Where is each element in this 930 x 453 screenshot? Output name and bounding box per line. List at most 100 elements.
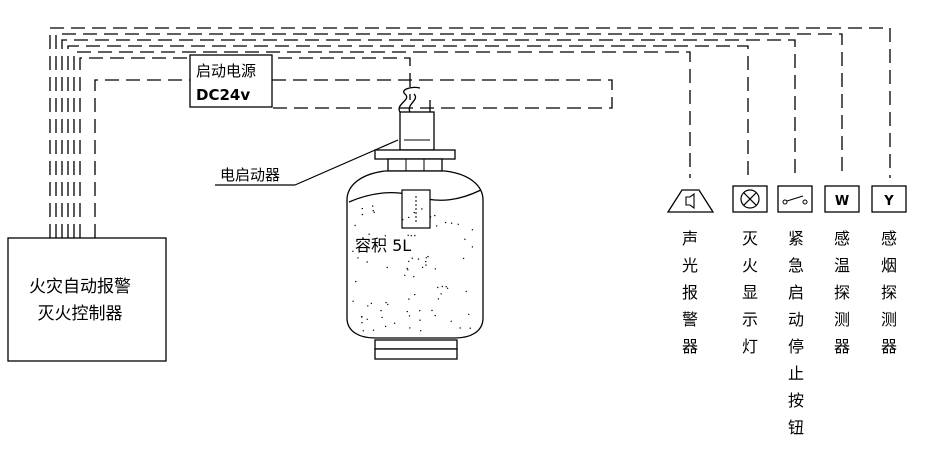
cylinder-speckle	[352, 205, 474, 332]
sound-light-alarm-label: 声光报警器	[682, 229, 698, 356]
speckle-dot	[450, 320, 452, 322]
speckle-dot	[366, 261, 368, 263]
speckle-dot	[366, 318, 368, 320]
speckle-dot	[409, 327, 411, 329]
heat-detector-label: 感温探测器	[834, 229, 850, 356]
device-emergency-stop	[777, 185, 813, 213]
speckle-dot	[471, 229, 474, 231]
smoke-detector-symbol: Y	[883, 194, 894, 209]
emergency-stop-label: 紧急启动停止按钮	[788, 229, 804, 437]
speckle-dot	[354, 224, 356, 227]
speckle-dot	[427, 255, 429, 258]
speckle-dot	[408, 315, 411, 317]
speckle-dot	[429, 216, 432, 218]
power-supply: 启动电源 DC24v	[189, 54, 273, 108]
speckle-dot	[462, 257, 465, 260]
cylinder-base	[374, 348, 458, 360]
speckle-dot	[384, 325, 387, 328]
speckle-dot	[464, 238, 466, 240]
cylinder-valve-neck	[387, 158, 443, 172]
heat-detector-icon	[824, 185, 860, 213]
speckle-dot	[434, 214, 436, 217]
speckle-dot	[414, 234, 416, 237]
speckle-dot	[413, 211, 415, 214]
speckle-dot	[380, 309, 382, 312]
electric-actuator: 电启动器	[215, 86, 435, 186]
speckle-dot	[362, 330, 364, 332]
speckle-dot	[417, 258, 420, 260]
field-devices: W Y 声光报警器 灭火显示灯 紧急启动停止按钮 感温探测器 感烟探测器	[666, 185, 907, 437]
switch-box	[777, 185, 813, 213]
actuator-label: 电启动器	[220, 166, 280, 184]
speckle-dot	[406, 267, 408, 270]
device-labels: 声光报警器 灭火显示灯 紧急启动停止按钮 感温探测器 感烟探测器	[682, 229, 897, 437]
speckle-dot	[450, 222, 453, 224]
device-heat-detector: W	[824, 185, 860, 213]
speckle-dot	[385, 301, 387, 304]
speckle-dot	[381, 316, 383, 319]
cross-lamp-icon	[740, 189, 760, 209]
speckle-dot	[402, 219, 404, 221]
speckle-dot	[413, 276, 415, 278]
power-supply-label: 启动电源	[196, 62, 256, 80]
speckle-dot	[434, 314, 436, 317]
speckle-dot	[425, 257, 427, 259]
speckle-dot	[408, 216, 410, 219]
speckle-dot	[420, 330, 422, 332]
controller-title: 火灾自动报警	[29, 277, 131, 297]
actuator-wire	[398, 86, 421, 113]
speckle-dot	[469, 327, 471, 329]
speckle-dot	[357, 257, 359, 259]
speckle-dot	[431, 309, 433, 312]
speckle-dot	[471, 246, 474, 248]
speckle-dot	[446, 287, 449, 289]
speckle-dot	[421, 266, 424, 269]
speckle-dot	[457, 223, 459, 225]
device-smoke-detector: Y	[871, 185, 907, 213]
speckle-dot	[437, 298, 440, 300]
smoke-detector-icon	[871, 185, 907, 213]
speckle-dot	[352, 300, 354, 302]
speckle-dot	[408, 298, 410, 300]
speckle-dot	[406, 310, 408, 313]
speckle-dot	[407, 269, 409, 271]
speckle-dot	[408, 260, 410, 263]
speckle-dot	[444, 221, 447, 224]
cylinder-volume-label: 容积 5L	[355, 236, 411, 255]
speckle-dot	[445, 286, 447, 288]
speckle-dot	[384, 235, 386, 237]
speckle-dot	[372, 210, 374, 212]
device-sound-light-alarm	[666, 189, 715, 213]
cylinder-body	[346, 170, 484, 339]
smoke-detector-label: 感烟探测器	[881, 229, 897, 356]
speckle-dot	[386, 266, 388, 269]
speckle-dot	[361, 213, 364, 216]
speckle-dot	[411, 257, 413, 259]
actuator-body	[399, 111, 435, 151]
power-supply-box	[189, 54, 273, 108]
speckle-dot	[410, 235, 412, 237]
speckle-dot	[372, 329, 375, 331]
speckle-dot	[440, 293, 442, 295]
speckle-dot	[468, 313, 470, 316]
speckle-dot	[465, 290, 467, 293]
power-voltage: DC24v	[196, 86, 250, 104]
speckle-dot	[414, 293, 416, 296]
speckle-dot	[421, 208, 423, 210]
device-extinguish-indicator	[732, 185, 768, 213]
speaker-icon	[666, 189, 715, 213]
speckle-dot	[387, 303, 389, 306]
speckle-dot	[367, 305, 369, 307]
speckle-dot	[441, 285, 443, 288]
speckle-dot	[407, 234, 409, 236]
speckle-dot	[361, 316, 363, 318]
speckle-dot	[352, 250, 354, 252]
speckle-dot	[355, 280, 357, 283]
speckle-dot	[459, 327, 461, 329]
gas-cylinder: 容积 5L	[346, 149, 484, 360]
speckle-dot	[436, 225, 438, 227]
heat-detector-symbol: W	[835, 194, 849, 209]
extinguish-indicator-label: 灭火显示灯	[742, 229, 758, 356]
speckle-dot	[373, 211, 375, 213]
fire-alarm-controller: 火灾自动报警 灭火控制器	[7, 237, 167, 362]
